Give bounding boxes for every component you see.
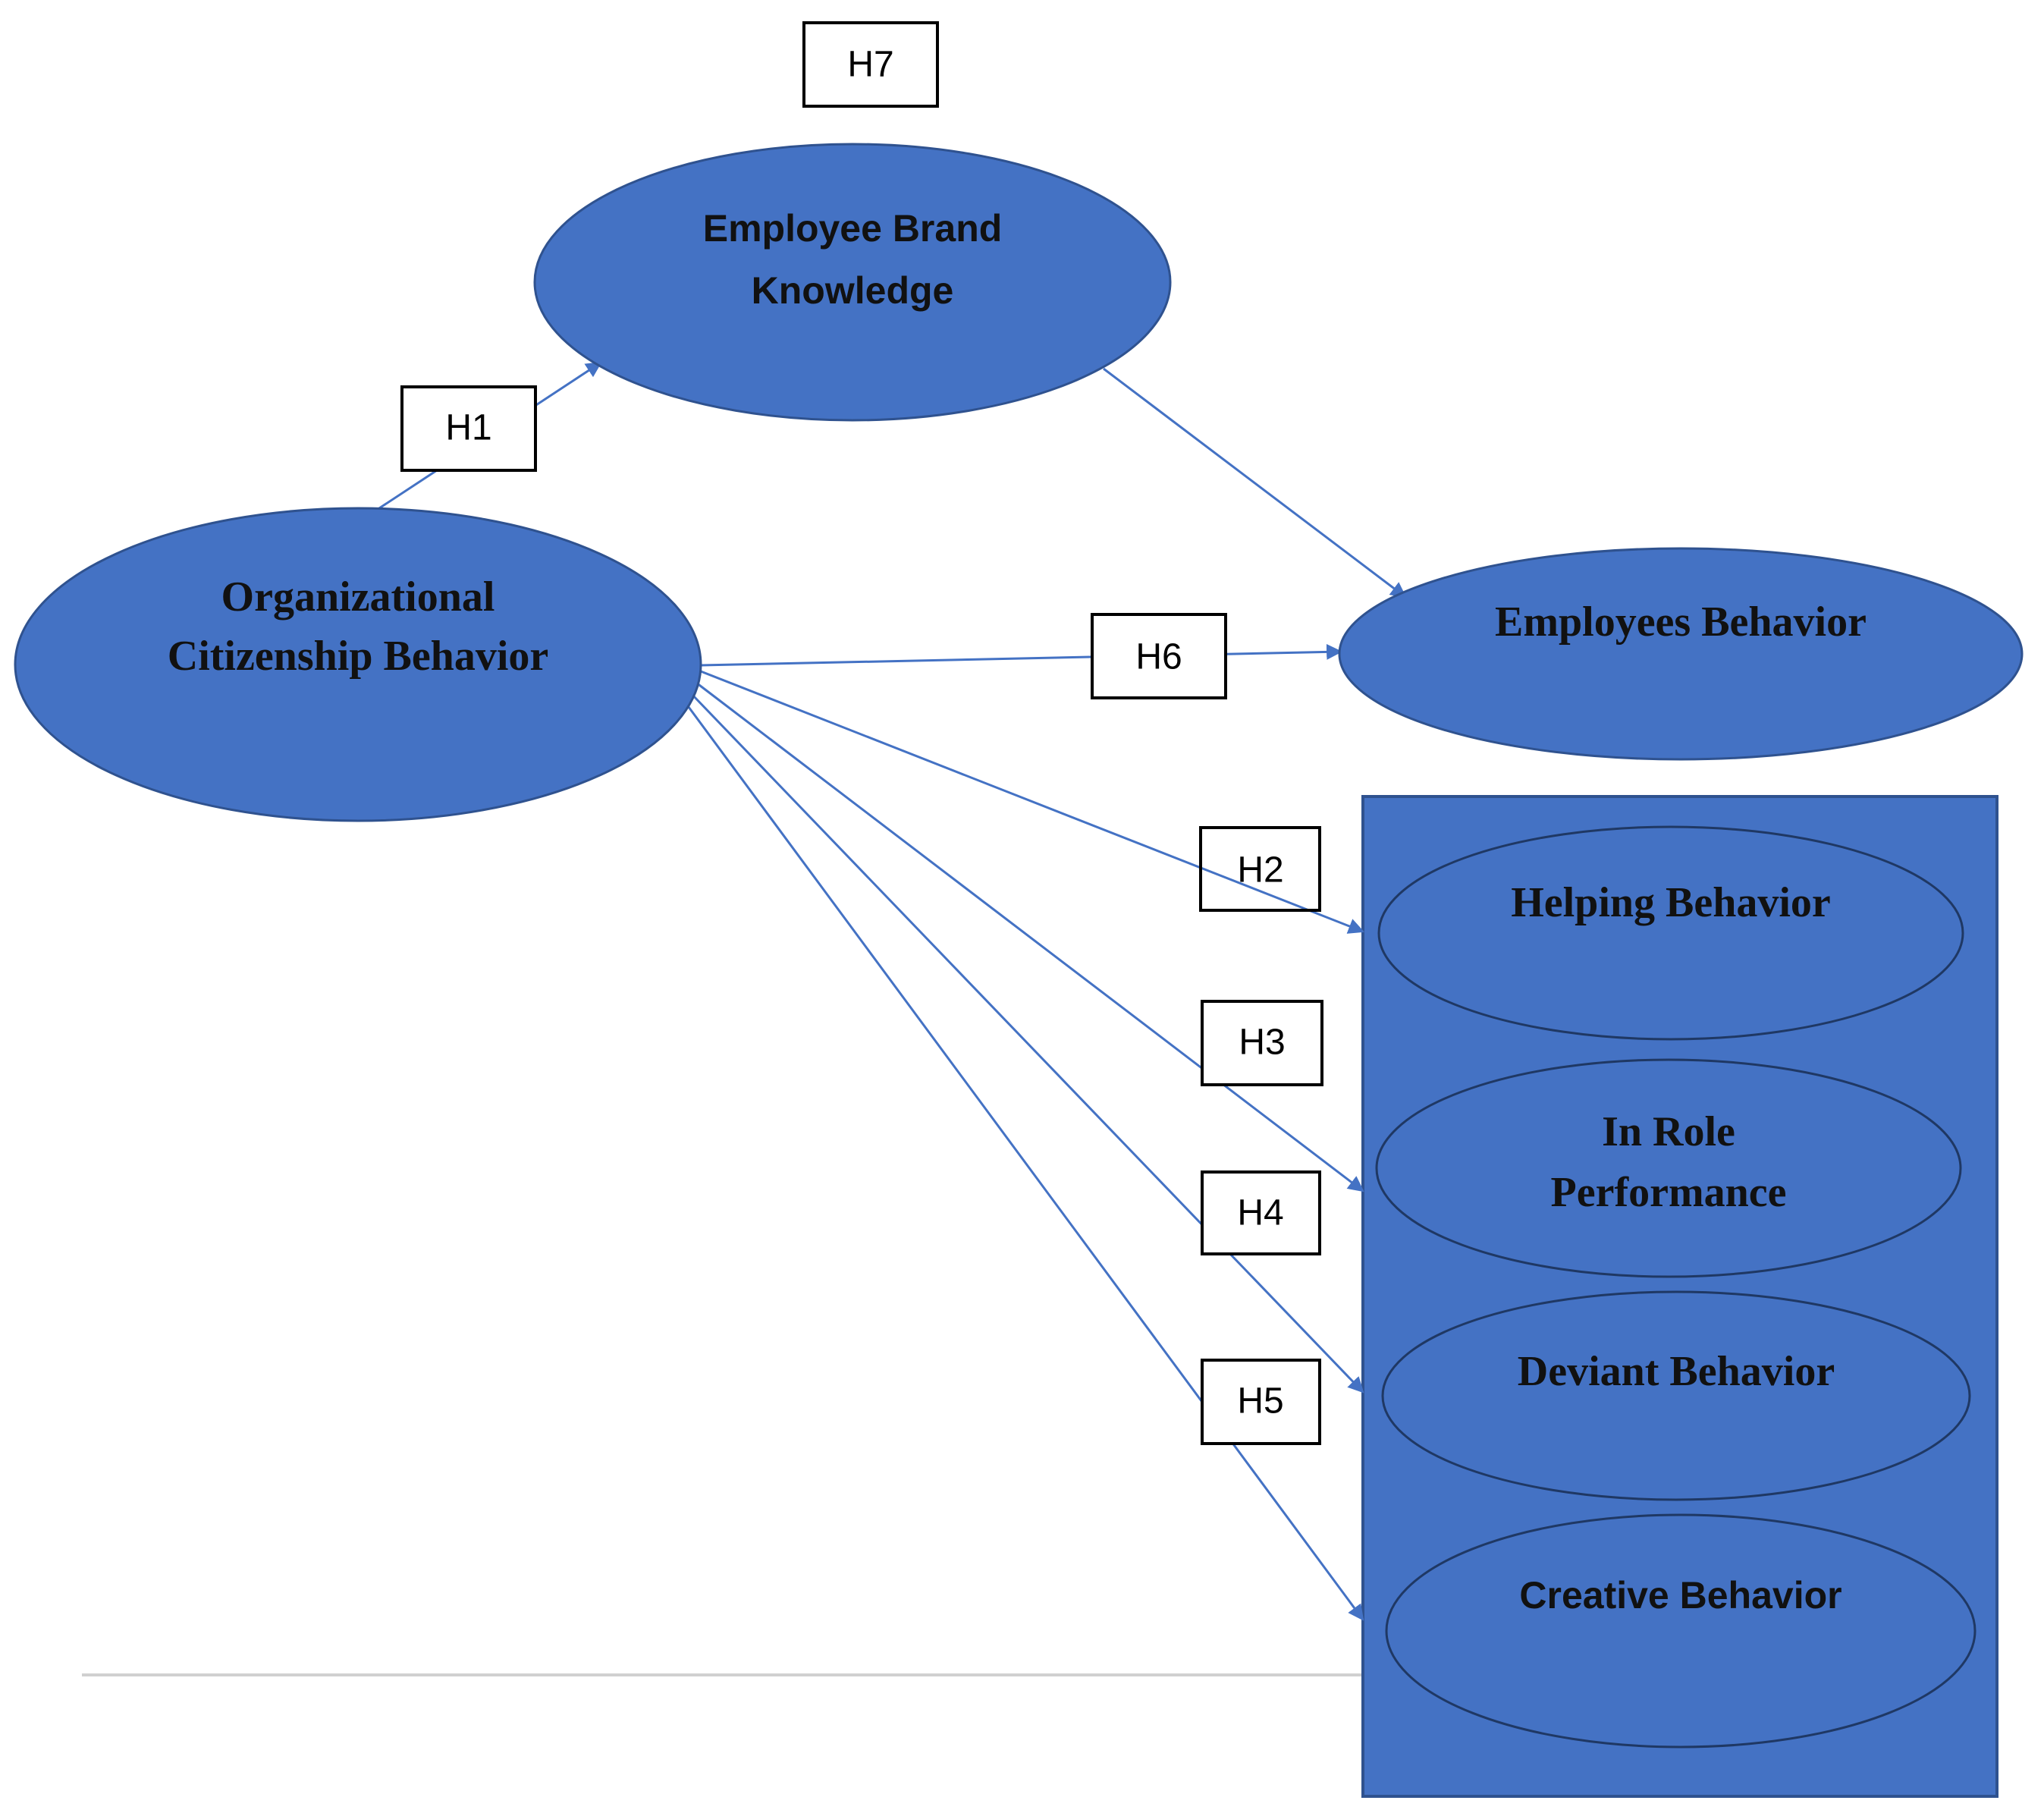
h6-box (1091, 613, 1227, 699)
inrole-node: In Role Performance (1375, 1058, 1962, 1278)
hypothesis-h5: H5 (1201, 1359, 1321, 1445)
inrole-label-line1: In Role (1602, 1108, 1735, 1155)
h2-label: H2 (1237, 850, 1283, 891)
helping-label: Helping Behavior (1511, 879, 1831, 926)
eb-node: Employees Behavior (1338, 547, 2024, 761)
h5-label: H5 (1237, 1381, 1283, 1422)
arrow-h2 (700, 670, 1364, 934)
hypothesis-h1: H1 (400, 385, 537, 472)
h3-label: H3 (1239, 1023, 1285, 1063)
ocb-label-line1: Organizational (221, 573, 495, 621)
arrow-h7 (1103, 367, 1407, 599)
h5-box (1201, 1359, 1321, 1445)
eb-ellipse (1338, 547, 2024, 761)
hypothesis-h7: H7 (802, 21, 939, 108)
arrow-h3 (695, 681, 1364, 1192)
ebk-label-line2: Knowledge (752, 269, 954, 312)
h4-box (1201, 1170, 1321, 1255)
ebk-label-line1: Employee Brand (703, 207, 1003, 250)
arrows (378, 361, 1407, 1621)
inrole-ellipse (1375, 1058, 1962, 1278)
ocb-node: Organizational Citizenship Behavior (14, 507, 702, 822)
h1-box (400, 385, 537, 472)
h2-box (1199, 826, 1321, 912)
h7-box (802, 21, 939, 108)
h6-label: H6 (1135, 637, 1182, 677)
deviant-label: Deviant Behavior (1518, 1348, 1835, 1395)
inrole-label-line2: Performance (1551, 1169, 1787, 1216)
h3-box (1201, 1000, 1323, 1086)
h1-label: H1 (445, 408, 491, 448)
ebk-ellipse (533, 143, 1172, 422)
deviant-node: Deviant Behavior (1381, 1290, 1971, 1501)
hypothesis-h3: H3 (1201, 1000, 1323, 1086)
helping-node: Helping Behavior (1377, 825, 1964, 1041)
arrow-h4 (690, 693, 1364, 1394)
arrow-h6 (700, 643, 1343, 667)
creative-ellipse (1385, 1513, 1976, 1749)
hypothesis-h6: H6 (1091, 613, 1227, 699)
ebk-node: Employee Brand Knowledge (533, 143, 1172, 422)
ocb-label-line2: Citizenship Behavior (168, 633, 548, 680)
deviant-ellipse (1381, 1290, 1971, 1501)
h7-label: H7 (847, 45, 893, 85)
arrow-h5 (685, 703, 1364, 1621)
creative-label: Creative Behavior (1519, 1574, 1841, 1617)
ocb-ellipse (14, 507, 702, 822)
hypothesis-h4: H4 (1201, 1170, 1321, 1255)
hypothesis-h2: H2 (1199, 826, 1321, 912)
creative-node: Creative Behavior (1385, 1513, 1976, 1749)
h4-label: H4 (1237, 1193, 1283, 1233)
eb-label: Employees Behavior (1495, 599, 1867, 646)
helping-ellipse (1377, 825, 1964, 1041)
